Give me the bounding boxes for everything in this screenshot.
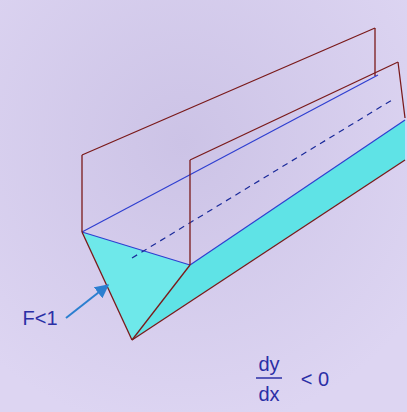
water-side-face [132, 120, 405, 340]
fraction-bar [256, 377, 282, 379]
water-surface-edge [190, 120, 405, 265]
water-cross-section [82, 232, 190, 340]
flow-regime-label: F<1 [22, 308, 57, 328]
channel-walls [82, 28, 405, 340]
hidden-bottom-line [132, 100, 392, 258]
water-surface-edge [82, 232, 190, 265]
fraction-numerator: dy [258, 354, 279, 374]
fraction-denominator: dx [258, 384, 279, 404]
leader-arrow [66, 285, 108, 318]
water-surface-edge [82, 75, 378, 232]
inequality-label: < 0 [301, 369, 329, 389]
